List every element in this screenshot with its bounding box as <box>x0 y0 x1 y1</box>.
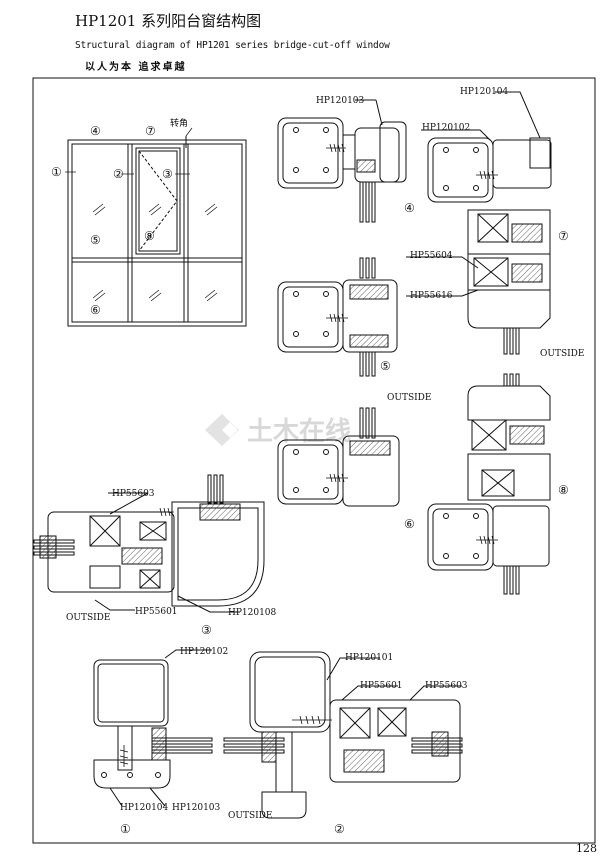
svg-text:HP120103: HP120103 <box>316 96 365 106</box>
detail-1-labels: HP120102 HP120104 HP120103 ① <box>120 647 228 836</box>
svg-text:HP120104: HP120104 <box>120 803 169 813</box>
detail-5-section <box>277 257 398 377</box>
detail-1-section <box>93 649 213 807</box>
svg-text:HP55616: HP55616 <box>410 291 453 301</box>
svg-text:⑥: ⑥ <box>404 517 415 531</box>
elevation-markers: ④ ⑦ 转角 ① ② ③ ⑤ ⑧ ⑥ <box>51 117 188 317</box>
svg-text:HP55601: HP55601 <box>360 681 403 691</box>
svg-text:HP120103: HP120103 <box>172 803 221 813</box>
svg-text:④: ④ <box>90 124 101 138</box>
page-number: 128 <box>576 842 597 855</box>
svg-text:⑧: ⑧ <box>144 229 155 243</box>
detail-8-section <box>427 373 551 595</box>
svg-text:HP55604: HP55604 <box>410 251 453 261</box>
svg-text:HP120104: HP120104 <box>460 87 509 97</box>
svg-text:HP55601: HP55601 <box>135 607 178 617</box>
window-elevation <box>65 127 247 327</box>
svg-text:①: ① <box>51 165 62 179</box>
company-slogan: 以人为本 追求卓越 <box>85 62 187 73</box>
svg-text:OUTSIDE: OUTSIDE <box>66 613 110 623</box>
svg-text:⑤: ⑤ <box>90 233 101 247</box>
svg-text:⑦: ⑦ <box>145 124 156 138</box>
detail-3-labels: HP55603 HP55601 HP120108 OUTSIDE ③ <box>66 489 277 637</box>
watermark: 土木在线 <box>205 414 351 447</box>
svg-text:⑥: ⑥ <box>90 303 101 317</box>
detail-5-labels: ⑤ OUTSIDE <box>380 359 431 403</box>
svg-text:④: ④ <box>404 201 415 215</box>
svg-text:OUTSIDE: OUTSIDE <box>540 349 584 359</box>
svg-text:①: ① <box>120 822 131 836</box>
detail-6-section <box>277 407 400 507</box>
svg-text:②: ② <box>334 822 345 836</box>
page-subtitle: Structural diagram of HP1201 series brid… <box>75 40 390 51</box>
detail-7-section <box>406 91 552 355</box>
svg-text:HP120102: HP120102 <box>422 123 470 133</box>
detail-2-section <box>223 651 463 819</box>
svg-text:③: ③ <box>162 167 173 181</box>
svg-text:HP120101: HP120101 <box>345 653 393 663</box>
page-title: HP1201 系列阳台窗结构图 <box>75 12 262 30</box>
svg-text:HP120102: HP120102 <box>180 647 228 657</box>
detail-7-labels: HP120104 HP120102 HP55604 HP55616 ⑦ OUTS… <box>410 87 584 359</box>
svg-text:土木在线: 土木在线 <box>247 417 351 447</box>
detail-4-section <box>277 99 407 223</box>
detail-4-labels: HP120103 ④ <box>316 96 415 215</box>
svg-text:⑤: ⑤ <box>380 359 391 373</box>
svg-text:⑧: ⑧ <box>558 483 569 497</box>
svg-text:HP55603: HP55603 <box>112 489 155 499</box>
detail-6-labels: ⑥ <box>404 517 415 531</box>
svg-text:HP120108: HP120108 <box>228 608 277 618</box>
svg-text:转角: 转角 <box>170 117 188 129</box>
detail-8-labels: ⑧ <box>558 483 569 497</box>
svg-text:OUTSIDE: OUTSIDE <box>387 393 431 403</box>
detail-2-labels: HP120101 HP55601 HP55603 OUTSIDE ② <box>228 653 468 836</box>
svg-text:②: ② <box>113 167 124 181</box>
drawing-frame <box>32 77 596 844</box>
svg-text:⑦: ⑦ <box>558 229 569 243</box>
svg-text:HP55603: HP55603 <box>425 681 468 691</box>
detail-3-section <box>33 474 265 613</box>
svg-text:③: ③ <box>201 623 212 637</box>
svg-text:OUTSIDE: OUTSIDE <box>228 811 272 821</box>
